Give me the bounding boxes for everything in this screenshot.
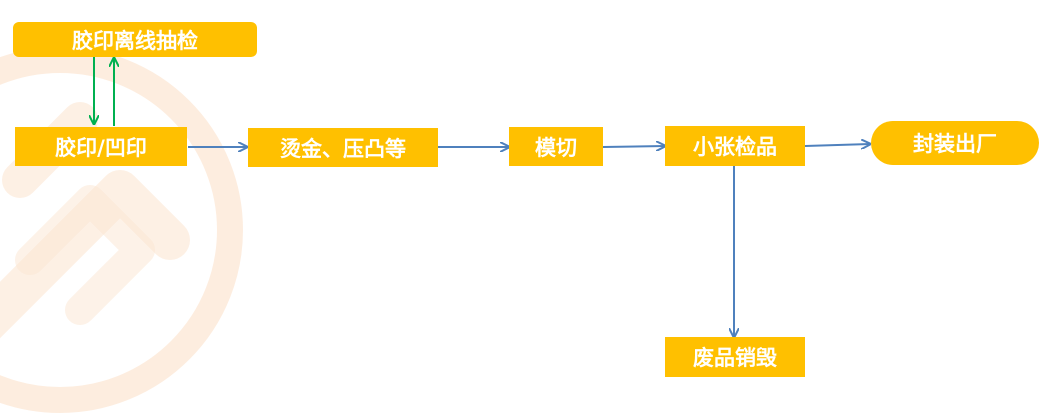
step-die-cut-label: 模切 (535, 135, 577, 160)
step-inspect: 小张检品 (665, 126, 805, 166)
step-hot-stamp: 烫金、压凸等 (248, 128, 438, 167)
step-scrap-label: 废品销毁 (693, 346, 777, 370)
step-print: 胶印/凹印 (15, 127, 187, 166)
step-ship: 封装出厂 (871, 121, 1039, 165)
arrow-diecut-to-inspect (602, 146, 665, 147)
step-print-label: 胶印/凹印 (55, 135, 147, 160)
step-offline-check: 胶印离线抽检 (13, 22, 257, 57)
step-scrap: 废品销毁 (665, 337, 805, 377)
step-ship-label: 封装出厂 (913, 132, 997, 156)
step-die-cut: 模切 (509, 127, 603, 166)
arrow-inspect-to-ship (804, 144, 870, 146)
step-inspect-label: 小张检品 (693, 135, 777, 159)
step-hot-stamp-label: 烫金、压凸等 (280, 136, 406, 161)
step-offline-check-label: 胶印离线抽检 (72, 28, 198, 53)
